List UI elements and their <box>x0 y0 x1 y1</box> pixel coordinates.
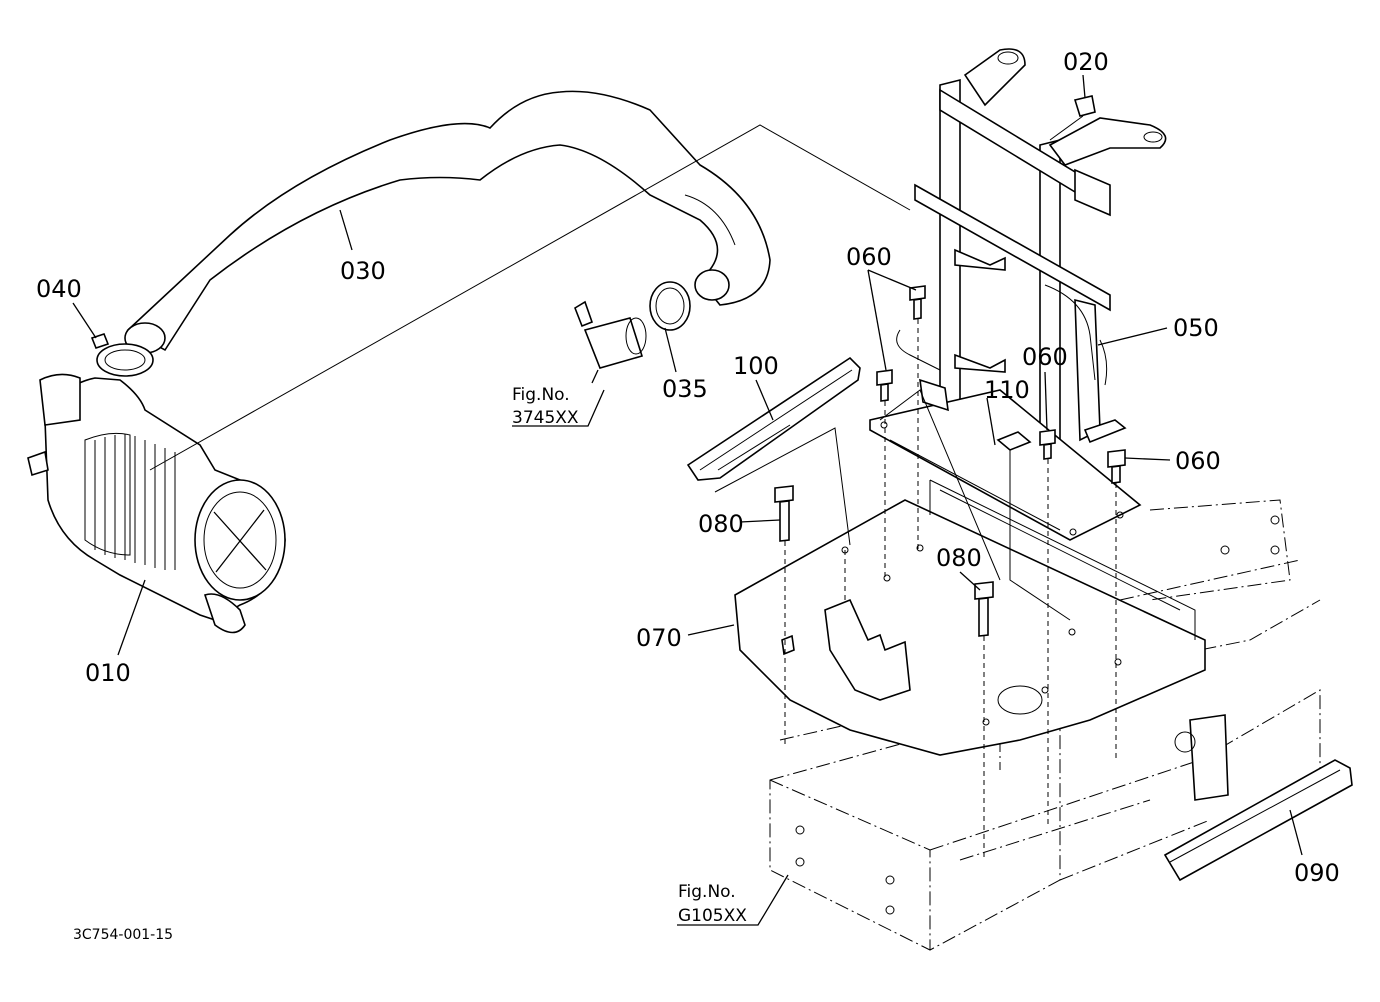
hose-030-drawing <box>124 90 771 354</box>
bolt-centre-lines <box>784 319 1117 860</box>
part-label-060-right[interactable]: 060 <box>1175 447 1221 475</box>
air-cleaner-010-drawing <box>27 373 286 634</box>
stay-090-drawing <box>1163 759 1353 882</box>
part-label-080-right[interactable]: 080 <box>936 544 982 572</box>
stand-050-drawing <box>869 48 1142 541</box>
part-label-090[interactable]: 090 <box>1294 859 1340 887</box>
figure-references: Fig.No. 3745XX Fig.No. G105XX <box>512 385 747 926</box>
bolt-060-mid <box>876 369 893 402</box>
part-label-050[interactable]: 050 <box>1173 314 1219 342</box>
part-label-100[interactable]: 100 <box>733 352 779 380</box>
bolt-060-right2 <box>1107 449 1126 484</box>
part-label-030[interactable]: 030 <box>340 257 386 285</box>
frame-base-drawing <box>769 499 1321 951</box>
part-label-070[interactable]: 070 <box>636 624 682 652</box>
drawing-code: 3C754-001-15 <box>73 927 173 943</box>
reference-lines <box>149 124 1071 621</box>
part-label-060-top[interactable]: 060 <box>846 243 892 271</box>
part-label-035[interactable]: 035 <box>662 375 708 403</box>
part-label-080-left[interactable]: 080 <box>698 510 744 538</box>
lift-hook-020-drawing <box>1048 95 1167 166</box>
pad-110-drawing <box>996 431 1032 451</box>
part-label-110[interactable]: 110 <box>984 376 1030 404</box>
part-label-020[interactable]: 020 <box>1063 48 1109 76</box>
fig-ref-g105-number[interactable]: G105XX <box>678 906 747 926</box>
bolt-080-right <box>974 581 994 637</box>
part-label-010[interactable]: 010 <box>85 659 131 687</box>
bolt-080-left <box>774 485 794 542</box>
bolt-060-top <box>909 285 926 320</box>
part-label-040[interactable]: 040 <box>36 275 82 303</box>
leader-lines <box>72 74 1303 926</box>
part-labels: 010 020 030 035 040 050 060 060 060 070 … <box>36 48 1340 887</box>
bolt-060-right1 <box>1039 429 1056 460</box>
clamp-040-drawing <box>90 333 154 377</box>
fig-ref-g105-prefix[interactable]: Fig.No. <box>678 882 736 902</box>
pipe-035-drawing <box>574 281 691 369</box>
fig-ref-3745-prefix[interactable]: Fig.No. <box>512 385 570 405</box>
part-label-060-mid[interactable]: 060 <box>1022 343 1068 371</box>
fig-ref-3745-number[interactable]: 3745XX <box>512 408 579 428</box>
plate-070-drawing <box>734 479 1206 756</box>
bolts-drawing <box>774 285 1126 637</box>
